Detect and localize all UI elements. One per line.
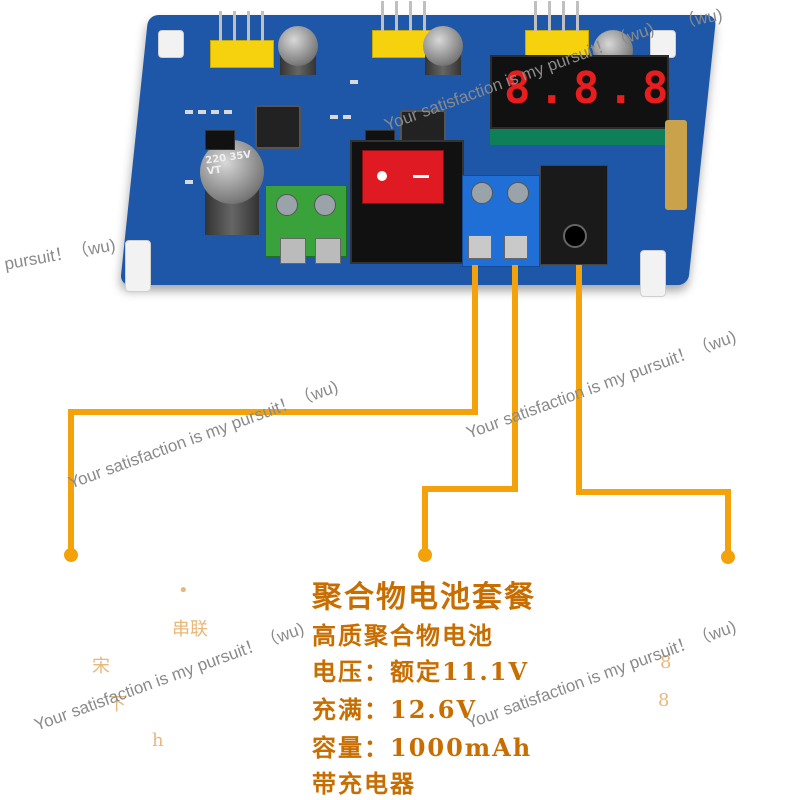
watermark: Your satisfaction is my pursuit！（wu)	[463, 327, 739, 443]
callout-line	[68, 409, 478, 415]
callout-line	[512, 265, 518, 490]
ic-chip	[205, 130, 235, 150]
callout-dot	[721, 550, 735, 564]
capacitor-top	[423, 26, 463, 66]
pin-header-3	[525, 1, 589, 58]
pin-strip	[665, 120, 687, 210]
display-pcb	[490, 125, 665, 145]
faint-text: 宋	[92, 656, 110, 677]
spec-line: 充满：12.6V	[312, 695, 478, 724]
faint-text: 8	[660, 652, 672, 673]
capacitor-top	[278, 26, 318, 66]
faint-text: 8	[658, 690, 670, 711]
large-capacitor-top	[200, 140, 264, 204]
standoff-post	[158, 30, 184, 58]
callout-line	[422, 486, 428, 554]
watermark: （wu)	[676, 5, 724, 32]
callout-line	[725, 489, 731, 554]
callout-line	[576, 265, 582, 495]
pin-header-1	[210, 11, 274, 68]
screw-icon	[507, 182, 529, 204]
spec-line: 高质聚合物电池	[312, 621, 494, 650]
callout-dot	[418, 548, 432, 562]
callout-dot	[64, 548, 78, 562]
callout-line	[68, 409, 74, 554]
dc-jack	[540, 165, 608, 265]
inductor	[255, 105, 301, 149]
faint-text: h	[152, 730, 164, 751]
display-digits: 8.8.8	[504, 63, 677, 114]
screw-icon	[471, 182, 493, 204]
callout-line	[472, 265, 478, 415]
callout-line	[576, 489, 731, 495]
screw-icon	[276, 194, 298, 216]
standoff-post	[640, 250, 666, 297]
led-display: 8.8.8	[490, 55, 669, 129]
standoff-post	[125, 240, 151, 292]
watermark: Your satisfaction is my pursuit！（wu)	[65, 377, 341, 493]
switch-rocker	[362, 150, 444, 204]
watermark: Your satisfaction is my pursuit！（wu)	[31, 619, 307, 735]
faint-text: 下	[108, 694, 126, 715]
faint-text: 串联	[172, 619, 208, 640]
watermark: pursuit！（wu)	[2, 235, 117, 274]
spec-line: 带充电器	[312, 769, 416, 798]
spec-title: 聚合物电池套餐	[312, 580, 536, 615]
spec-line: 容量：1000mAh	[312, 733, 533, 762]
screw-icon	[314, 194, 336, 216]
spec-line: 电压：额定11.1V	[312, 657, 530, 686]
callout-line	[422, 486, 518, 492]
